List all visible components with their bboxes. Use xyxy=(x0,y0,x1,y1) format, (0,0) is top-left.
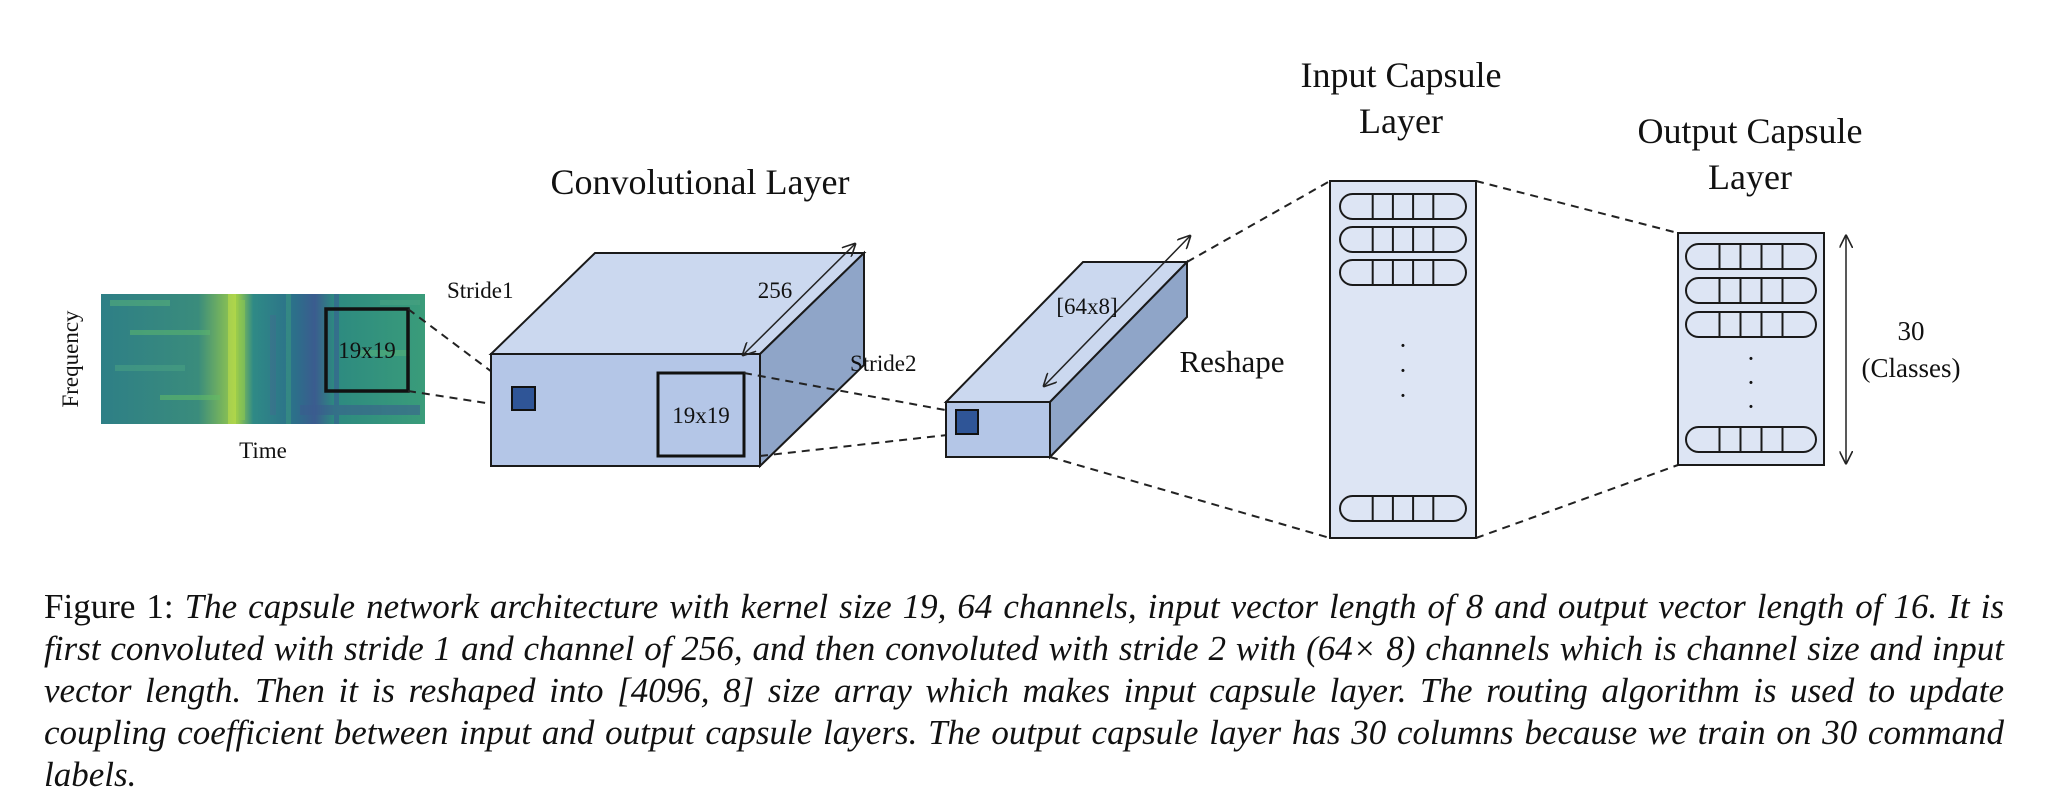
spectrogram-y-label: Frequency xyxy=(58,310,83,408)
capsule-unit xyxy=(1339,226,1467,253)
spectrogram-x-label: Time xyxy=(239,438,287,463)
spectrogram-kernel-label: 19x19 xyxy=(338,338,396,363)
spectrogram-image xyxy=(101,294,425,424)
spectrogram-texture xyxy=(110,294,420,424)
output-capsule-units xyxy=(1685,243,1817,453)
capsule-unit xyxy=(1685,243,1817,270)
output-classes-label: (Classes) xyxy=(1862,353,1961,383)
svg-text:·: · xyxy=(1747,344,1756,373)
reshape-label: Reshape xyxy=(1179,344,1284,379)
input-capsule-units xyxy=(1339,193,1467,522)
caption-label: Figure 1: xyxy=(44,587,174,626)
input-capsule-ellipsis: · · · xyxy=(1399,331,1408,410)
primary-shape-arrow xyxy=(1044,236,1190,386)
stride2-label: Stride2 xyxy=(850,351,916,376)
routing-projection-lines xyxy=(1475,180,1679,539)
svg-text:·: · xyxy=(1747,392,1756,421)
input-capsule-title-line1: Input Capsule xyxy=(1301,55,1502,95)
capsule-unit xyxy=(1339,193,1467,220)
input-capsule-panel xyxy=(1329,180,1477,539)
output-capsule-title-line1: Output Capsule xyxy=(1638,111,1863,151)
output-capsule-title-line2: Layer xyxy=(1708,157,1792,197)
capsule-unit xyxy=(1685,277,1817,304)
conv-depth-label: 256 xyxy=(758,278,793,303)
conv-depth-arrow xyxy=(743,244,855,355)
conv-input-cell xyxy=(511,386,536,411)
input-capsule-title-line2: Layer xyxy=(1359,101,1443,141)
capsule-unit xyxy=(1339,259,1467,286)
conv-layer-title: Convolutional Layer xyxy=(551,162,850,202)
spectrogram: 19x19 Time Frequency xyxy=(58,294,425,463)
capsule-unit xyxy=(1339,495,1467,522)
capsule-unit xyxy=(1685,311,1817,338)
figure-caption: Figure 1: The capsule network architectu… xyxy=(44,586,2004,796)
output-capsule-ellipsis: · · · xyxy=(1747,344,1756,421)
primary-shape-label: [64x8] xyxy=(1056,294,1117,319)
conv-projection-lines xyxy=(743,372,957,457)
conv-kernel-label: 19x19 xyxy=(672,403,730,428)
primary-input-cell xyxy=(955,409,979,435)
primary-capsule-block xyxy=(943,259,1190,460)
svg-text:·: · xyxy=(1399,331,1408,360)
svg-text:·: · xyxy=(1747,368,1756,397)
capsule-unit xyxy=(1685,426,1817,453)
reshape-projection-lines xyxy=(1049,180,1331,539)
svg-text:·: · xyxy=(1399,381,1408,410)
conv-layer-box xyxy=(488,250,867,469)
output-count-label: 30 xyxy=(1898,316,1925,346)
caption-text: The capsule network architecture with ke… xyxy=(44,587,2005,794)
stride1-label: Stride1 xyxy=(447,278,513,303)
conv-kernel-window xyxy=(656,371,746,458)
svg-text:·: · xyxy=(1399,356,1408,385)
spectrogram-kernel-window xyxy=(324,307,410,393)
architecture-diagram: 19x19 Time Frequency 19x19 Convolutional… xyxy=(58,55,1961,539)
